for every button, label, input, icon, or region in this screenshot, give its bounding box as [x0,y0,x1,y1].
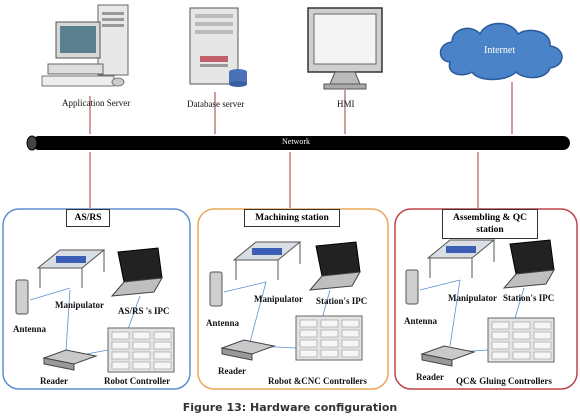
assembling-controller-label: QC& Gluing Controllers [456,376,552,386]
assembling-controller-slot [533,351,552,360]
assembling-reader-label: Reader [416,372,444,382]
database-server-label: Database server [187,99,245,109]
assembling-controller-slot [512,331,531,340]
assembling-manipulator-carriage [446,246,476,253]
asrs-controller-slot [111,351,130,360]
machining-controller-slot [320,319,339,328]
assembling-laptop-icon [509,239,555,275]
machining-controller-slot [341,329,360,338]
assembling-controller-slot [491,351,510,360]
assembling-link-line [419,279,461,291]
machining-link-line [249,281,267,343]
asrs-antenna-label: Antenna [13,324,47,334]
figure-caption: Figure 13: Hardware configuration [182,401,398,414]
machining-controller-slot [341,349,360,358]
assembling-reader-side [421,353,453,367]
asrs-reader-side [43,357,75,371]
asrs-ipc-label: AS/RS 's IPC [118,306,170,316]
station-equipment [15,239,555,373]
machining-controller-slot [299,329,318,338]
station-title-asrs: AS/RS [66,209,110,227]
asrs-controller-slot [132,361,151,370]
machining-link-line [223,281,267,293]
assembling-controller-slot [512,341,531,350]
asrs-link-line [65,289,71,351]
machining-laptop-icon [315,241,361,277]
assembling-antenna-icon [405,269,419,305]
asrs-controller-slot [153,331,172,340]
machining-antenna-icon [209,271,223,307]
internet-label: Internet [484,45,516,56]
machining-manipulator-carriage [252,248,282,255]
machining-controller-slot [341,319,360,328]
assembling-controller-slot [512,351,531,360]
hmi-label: HMI [337,99,355,109]
network-label: Network [282,137,310,146]
assembling-manipulator-label: Manipulator [448,293,498,303]
assembling-controller-slot [491,321,510,330]
assembling-link-line [449,279,461,347]
asrs-controller-slot [111,361,130,370]
machining-ipc-label: Station's IPC [316,296,368,306]
machining-antenna-label: Antenna [206,318,240,328]
network-bus [26,135,570,151]
database-server-icon [189,7,247,87]
assembling-ipc-label: Station's IPC [503,293,555,303]
machining-controller-slot [299,349,318,358]
assembling-controller-slot [512,321,531,330]
asrs-controller-slot [132,351,151,360]
asrs-controller-slot [153,361,172,370]
assembling-controller-slot [491,341,510,350]
asrs-controller-slot [153,341,172,350]
assembling-controller-slot [533,341,552,350]
station-title-assembling-line2: station [476,225,504,235]
asrs-controller-slot [132,341,151,350]
machining-reader-side [221,347,253,361]
machining-reader-label: Reader [218,366,246,376]
station-connection-lines [89,152,479,208]
internet-cloud-icon [439,22,563,81]
asrs-controller-slot [132,331,151,340]
asrs-laptop-keyboard [110,277,163,297]
machining-manipulator-label: Manipulator [254,294,304,304]
asrs-laptop-icon [117,247,163,283]
assembling-controller-slot [533,331,552,340]
top-connection-lines [89,82,513,134]
assembling-controller-slot [533,321,552,330]
machining-controller-slot [320,329,339,338]
hmi-icon [307,7,383,90]
machining-laptop-keyboard [308,271,361,291]
assembling-antenna-label: Antenna [404,316,438,326]
machining-controller-slot [299,319,318,328]
station-title-assembling: Assembling & QC station [442,209,538,239]
machining-controller-slot [320,339,339,348]
machining-controller-slot [299,339,318,348]
station-title-machining: Machining station [244,209,340,227]
application-server-label: Application Server [62,98,131,108]
asrs-controller-label: Robot Controller [104,376,171,386]
asrs-antenna-icon [15,279,29,315]
station-title-assembling-line1: Assembling & QC [453,213,527,223]
machining-controller-slot [320,349,339,358]
asrs-link-line [29,287,71,301]
asrs-manipulator-label: Manipulator [55,300,105,310]
assembling-controller-slot [491,331,510,340]
asrs-controller-slot [111,341,130,350]
machining-controller-slot [341,339,360,348]
asrs-reader-label: Reader [40,376,68,386]
application-server-icon [41,4,129,87]
assembling-laptop-keyboard [502,269,555,289]
asrs-manipulator-carriage [56,256,86,263]
asrs-controller-slot [153,351,172,360]
machining-controller-label: Robot &CNC Controllers [268,376,367,386]
asrs-controller-slot [111,331,130,340]
